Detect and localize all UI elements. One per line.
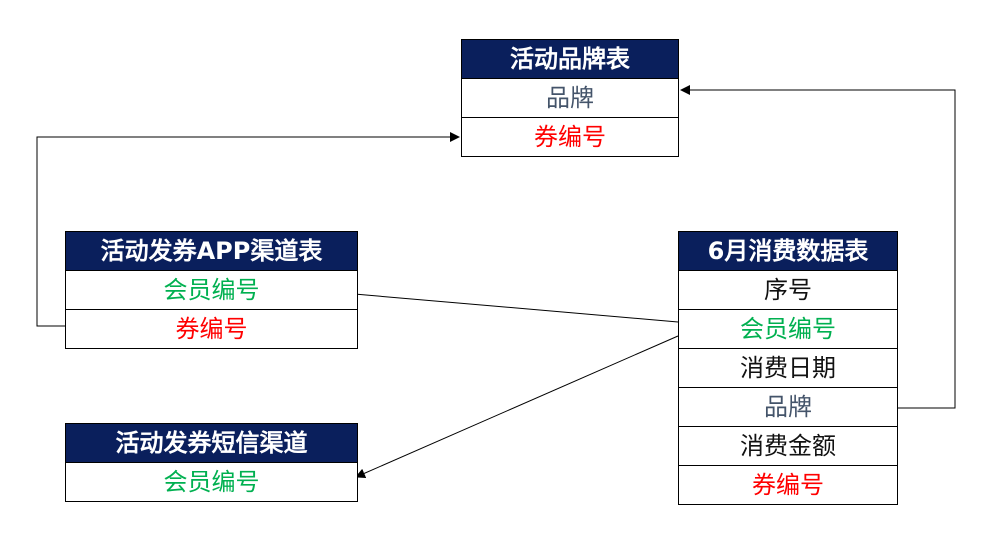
- field-brand: 品牌: [462, 79, 678, 118]
- table-title: 活动发券短信渠道: [66, 424, 357, 463]
- field-consumption-date: 消费日期: [679, 349, 897, 388]
- field-member-id: 会员编号: [66, 271, 357, 310]
- connector-june-member-to-sms-member: [355, 335, 679, 478]
- table-app-coupon-channel: 活动发券APP渠道表 会员编号 券编号: [65, 231, 358, 349]
- table-activity-brand: 活动品牌表 品牌 券编号: [461, 39, 679, 157]
- table-sms-coupon-channel: 活动发券短信渠道 会员编号: [65, 423, 358, 502]
- table-title: 活动品牌表: [462, 40, 678, 79]
- table-title: 活动发券APP渠道表: [66, 232, 357, 271]
- field-member-id: 会员编号: [163, 468, 260, 496]
- field-consumption-amount: 消费金额: [679, 427, 897, 466]
- field-member-id: 会员编号: [679, 310, 897, 349]
- field-coupon-id: 券编号: [534, 123, 606, 151]
- field-coupon-id: 券编号: [175, 315, 248, 343]
- connector-june-member-to-app-member: [330, 287, 679, 323]
- table-june-consumption: 6月消费数据表 序号 会员编号 消费日期 品牌 消费金额 券编号: [678, 231, 898, 505]
- field-serial-number: 序号: [679, 271, 897, 310]
- field-coupon-id: 券编号: [752, 471, 824, 499]
- table-title: 6月消费数据表: [679, 232, 897, 271]
- field-brand: 品牌: [679, 388, 897, 427]
